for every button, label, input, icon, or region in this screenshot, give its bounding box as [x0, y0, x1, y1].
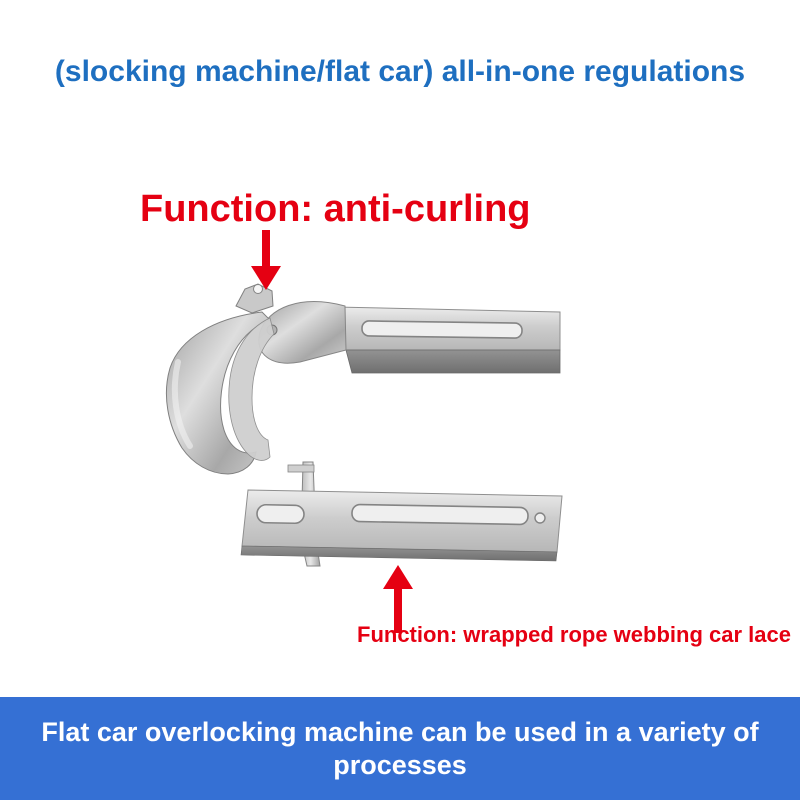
mounting-bar-edge: [345, 349, 561, 374]
screw-hole: [534, 512, 546, 524]
guide-blade-flange: [287, 464, 315, 473]
plate-slot: [351, 503, 529, 526]
plate-notch: [256, 503, 305, 525]
page-title: (slocking machine/flat car) all-in-one r…: [54, 55, 746, 88]
binder-plate-edge: [240, 545, 558, 562]
bottom-attachment: [240, 461, 563, 567]
curl-guide-plate: [165, 311, 271, 475]
annotation-webbing: Function: wrapped rope webbing car lace: [357, 622, 791, 647]
annotation-anti-curling: Function: anti-curling: [140, 188, 531, 230]
down-arrow-icon: [251, 230, 281, 290]
sheet-highlight: [171, 359, 193, 449]
bar-slot: [361, 320, 523, 339]
banner-line-1: Flat car overlocking machine can be used…: [41, 716, 759, 747]
curl-guide-inner-fold: [228, 317, 275, 461]
top-attachment: [165, 283, 561, 475]
banner-line-2: processes: [333, 749, 467, 780]
up-arrow-icon: [383, 565, 413, 633]
bottom-banner: Flat car overlocking machine can be used…: [0, 697, 800, 800]
hook-notch: [253, 284, 263, 294]
hook-tab: [235, 283, 274, 314]
